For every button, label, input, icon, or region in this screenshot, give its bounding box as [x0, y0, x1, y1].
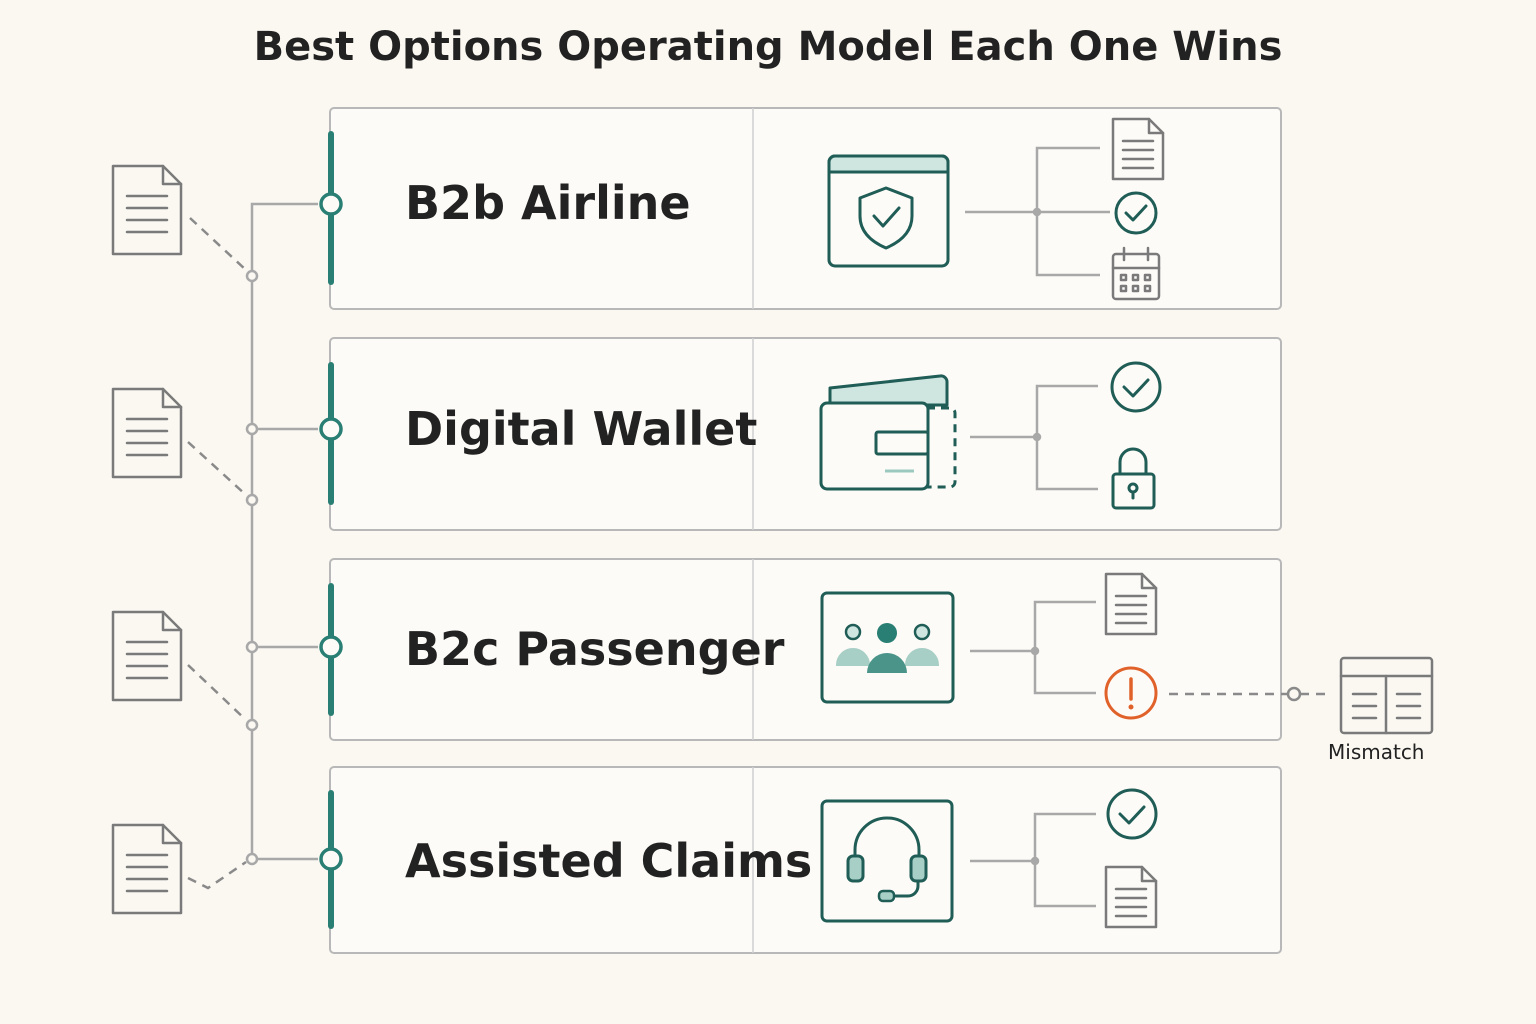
wallet-icon — [819, 374, 957, 491]
branch-connector-row-4 — [970, 812, 1096, 908]
table-document-icon — [1339, 656, 1434, 735]
calendar-icon — [1111, 246, 1161, 301]
row-label-digital-wallet: Digital Wallet — [405, 402, 758, 456]
mismatch-connector — [1169, 686, 1330, 702]
branch-connector-row-2 — [970, 384, 1098, 491]
check-circle-icon — [1114, 191, 1158, 235]
left-document-icon-1 — [111, 164, 183, 256]
mismatch-label: Mismatch — [1328, 740, 1425, 764]
alert-circle-icon — [1104, 666, 1158, 720]
left-document-icon-3 — [111, 610, 183, 702]
branch-connector-row-1 — [965, 146, 1110, 277]
left-document-icon-2 — [111, 387, 183, 479]
branch-connector-row-3 — [970, 600, 1096, 695]
shield-window-icon — [827, 154, 950, 268]
people-group-icon — [820, 591, 955, 704]
row-label-assisted-claims: Assisted Claims — [405, 834, 813, 888]
left-document-icon-4 — [111, 823, 183, 915]
left-connector — [187, 192, 343, 890]
padlock-icon — [1111, 447, 1156, 510]
check-circle-icon — [1106, 788, 1158, 840]
check-circle-icon — [1110, 361, 1162, 413]
row-label-b2b-airline: B2b Airline — [405, 176, 691, 230]
diagram-title: Best Options Operating Model Each One Wi… — [253, 24, 1283, 70]
headset-icon — [820, 799, 954, 923]
row-label-b2c-passenger: B2c Passenger — [405, 622, 785, 676]
